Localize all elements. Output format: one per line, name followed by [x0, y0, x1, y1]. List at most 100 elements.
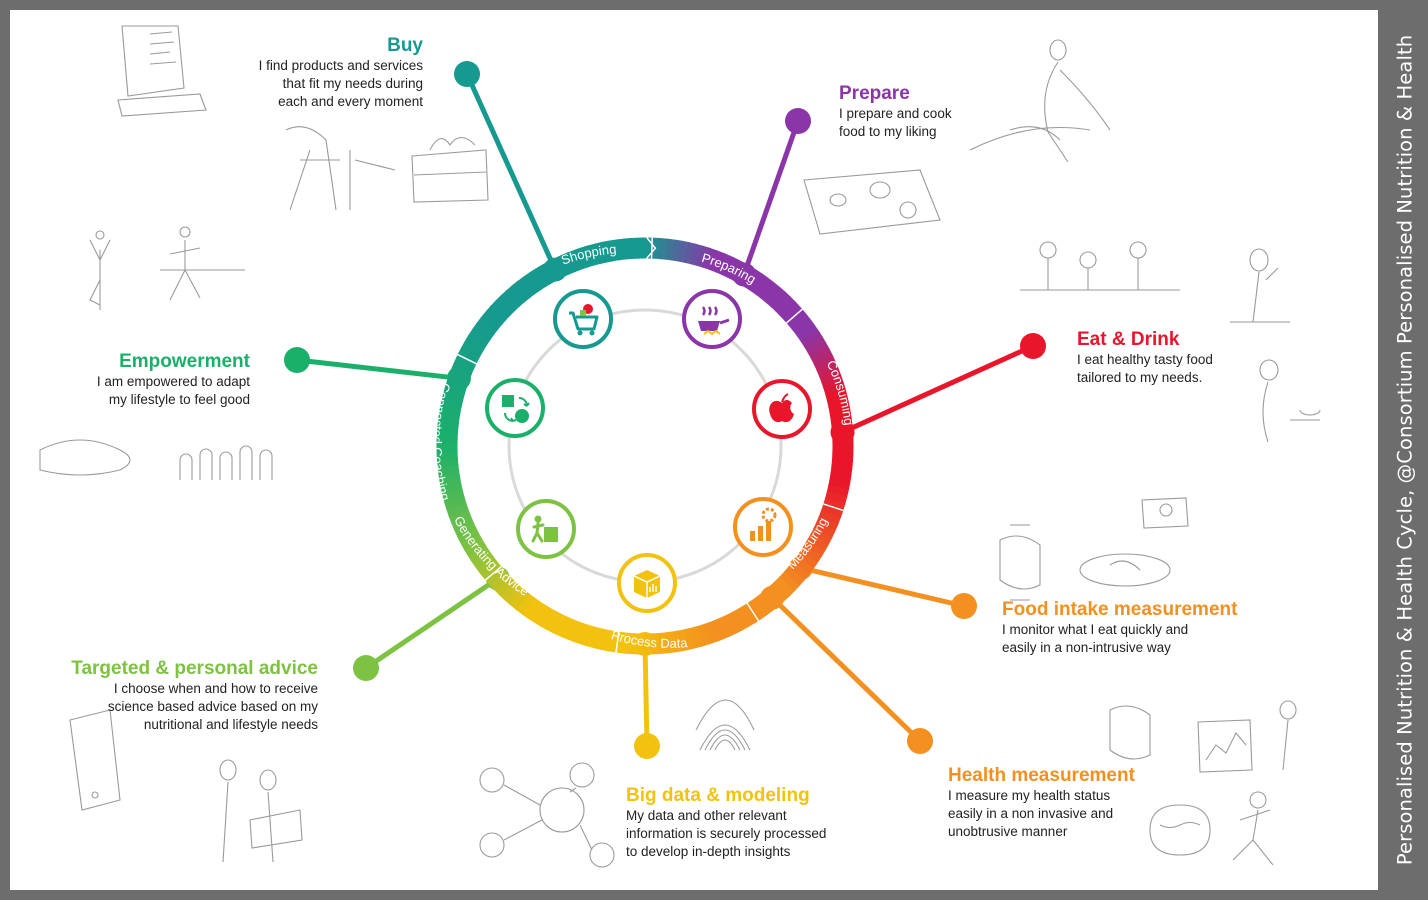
ring-separator	[746, 602, 760, 622]
eater-sketch	[1259, 359, 1321, 443]
stage-health-title: Health measurement	[948, 765, 1135, 786]
crate-sketch	[411, 136, 489, 203]
ring-separator	[823, 503, 844, 512]
ring-separator	[650, 237, 654, 259]
cook-sketch	[969, 39, 1111, 163]
stage-health-line-3: unobtrusive manner	[948, 824, 1068, 839]
diagram-canvas: Shopping Preparing Consuming Measuring P…	[10, 10, 1378, 890]
stage-buy-line-3: each and every moment	[278, 94, 423, 109]
stage-buy-line-1: I find products and services	[258, 58, 423, 73]
stage-health-line-2: easily in a non invasive and	[948, 806, 1114, 821]
stage-advice: Targeted & personal advice I choose when…	[30, 657, 318, 734]
coach-sketch	[219, 759, 303, 863]
stage-food-intake: Food intake measurement I monitor what I…	[1002, 598, 1302, 657]
shopper-sketch	[285, 126, 396, 211]
stage-big-data-title: Big data & modeling	[626, 785, 810, 806]
connector-line	[841, 343, 1035, 435]
stage-eat-drink-line-1: I eat healthy tasty food	[1077, 352, 1213, 367]
stage-connectors	[284, 61, 1046, 759]
stage-eat-drink: Eat & Drink I eat healthy tasty food tai…	[1077, 328, 1277, 387]
connector-eat	[830, 333, 1046, 445]
stage-health-line-1: I measure my health status	[948, 788, 1111, 803]
stage-food-intake-line-1: I monitor what I eat quickly and	[1002, 622, 1189, 637]
connector-line	[800, 565, 965, 609]
ring-separator	[615, 631, 620, 653]
stage-food-intake-title: Food intake measurement	[1002, 599, 1238, 620]
cutting-board-sketch	[803, 169, 941, 235]
ring-separator	[786, 308, 803, 324]
connector-dot	[454, 61, 480, 87]
connector-food	[789, 555, 977, 619]
caption-text: Personalised Nutrition & Health Cycle, @…	[1393, 34, 1417, 866]
connector-line	[770, 595, 922, 743]
stage-prepare-line-2: food to my liking	[839, 124, 937, 139]
fingerprint-sketch	[695, 699, 755, 751]
caption-sidebar: Personalised Nutrition & Health Cycle, @…	[1383, 0, 1428, 900]
phone-sketch	[69, 709, 121, 811]
stage-prepare-title: Prepare	[839, 83, 910, 104]
connector-line	[296, 357, 460, 381]
stage-buy: Buy I find products and services that fi…	[220, 34, 423, 111]
plate-sketch	[1079, 553, 1171, 587]
camera-sketch	[1141, 497, 1189, 529]
stage-advice-line-1: I choose when and how to receive	[113, 681, 318, 696]
stage-prepare-line-1: I prepare and cook	[839, 106, 952, 121]
health-watch-sketch	[1109, 705, 1151, 760]
brain-sketch	[1149, 804, 1211, 856]
connector-line	[364, 576, 500, 671]
stage-prepare: Prepare I prepare and cook food to my li…	[839, 82, 1039, 141]
connector-dot	[785, 108, 811, 134]
computer-sketch	[117, 25, 207, 117]
stage-empowerment-line-2: my lifestyle to feel good	[108, 392, 250, 407]
stage-empowerment-title: Empowerment	[119, 351, 250, 372]
connector-dot	[1020, 333, 1046, 359]
connector-dot	[353, 655, 379, 681]
connector-dot	[284, 347, 310, 373]
stage-advice-title: Targeted & personal advice	[71, 658, 318, 679]
stage-eat-drink-line-2: tailored to my needs.	[1077, 370, 1203, 385]
stage-eat-drink-title: Eat & Drink	[1077, 329, 1180, 350]
sleeper-sketch	[39, 439, 131, 476]
stage-buy-line-2: that fit my needs during	[282, 76, 423, 91]
data-cube-icon	[617, 553, 677, 613]
cycle-ring	[436, 237, 854, 655]
ring-arrow-chevron	[646, 237, 657, 259]
stage-big-data-line-1: My data and other relevant	[626, 808, 787, 823]
connector-dot	[907, 728, 933, 754]
stage-health: Health measurement I measure my health s…	[948, 764, 1208, 841]
connector-dot	[951, 593, 977, 619]
group-sketch	[179, 445, 273, 480]
stage-empowerment-line-1: I am empowered to adapt	[96, 374, 250, 389]
coaching-shapes-icon	[485, 378, 545, 438]
connector-line	[642, 643, 650, 747]
cooking-pan-icon	[682, 289, 742, 349]
jumper-sketch	[1232, 791, 1274, 866]
stage-advice-line-2: science based advice based on my	[107, 699, 318, 714]
stage-big-data: Big data & modeling My data and other re…	[626, 784, 886, 861]
sketch-illustrations	[39, 25, 1321, 868]
scientist-sketch	[1197, 700, 1297, 773]
stage-buy-title: Buy	[387, 35, 423, 56]
connector-buy	[454, 61, 568, 282]
connector-line	[464, 72, 558, 271]
ring-separator	[484, 565, 502, 581]
stage-food-intake-line-2: easily in a non-intrusive way	[1002, 640, 1171, 655]
connector-advice	[353, 566, 510, 681]
ring-separator	[457, 353, 477, 365]
advice-person-icon	[516, 499, 576, 559]
measuring-chart-icon	[733, 497, 793, 557]
shopping-cart-icon	[553, 289, 613, 349]
family-dinner-sketch	[1020, 241, 1180, 291]
connector-dot	[634, 733, 660, 759]
connector-health	[760, 585, 933, 754]
yoga-sketch	[89, 230, 111, 310]
apple-icon	[752, 379, 812, 439]
connector-line	[741, 120, 801, 276]
stage-big-data-line-3: to develop in-depth insights	[626, 844, 791, 859]
drinker-sketch	[1230, 248, 1290, 323]
connector-prepare	[732, 108, 811, 287]
cycle-diagram: Shopping Preparing Consuming Measuring P…	[39, 25, 1321, 868]
watch-sketch	[999, 524, 1041, 601]
stage-empowerment: Empowerment I am empowered to adapt my l…	[50, 350, 250, 409]
